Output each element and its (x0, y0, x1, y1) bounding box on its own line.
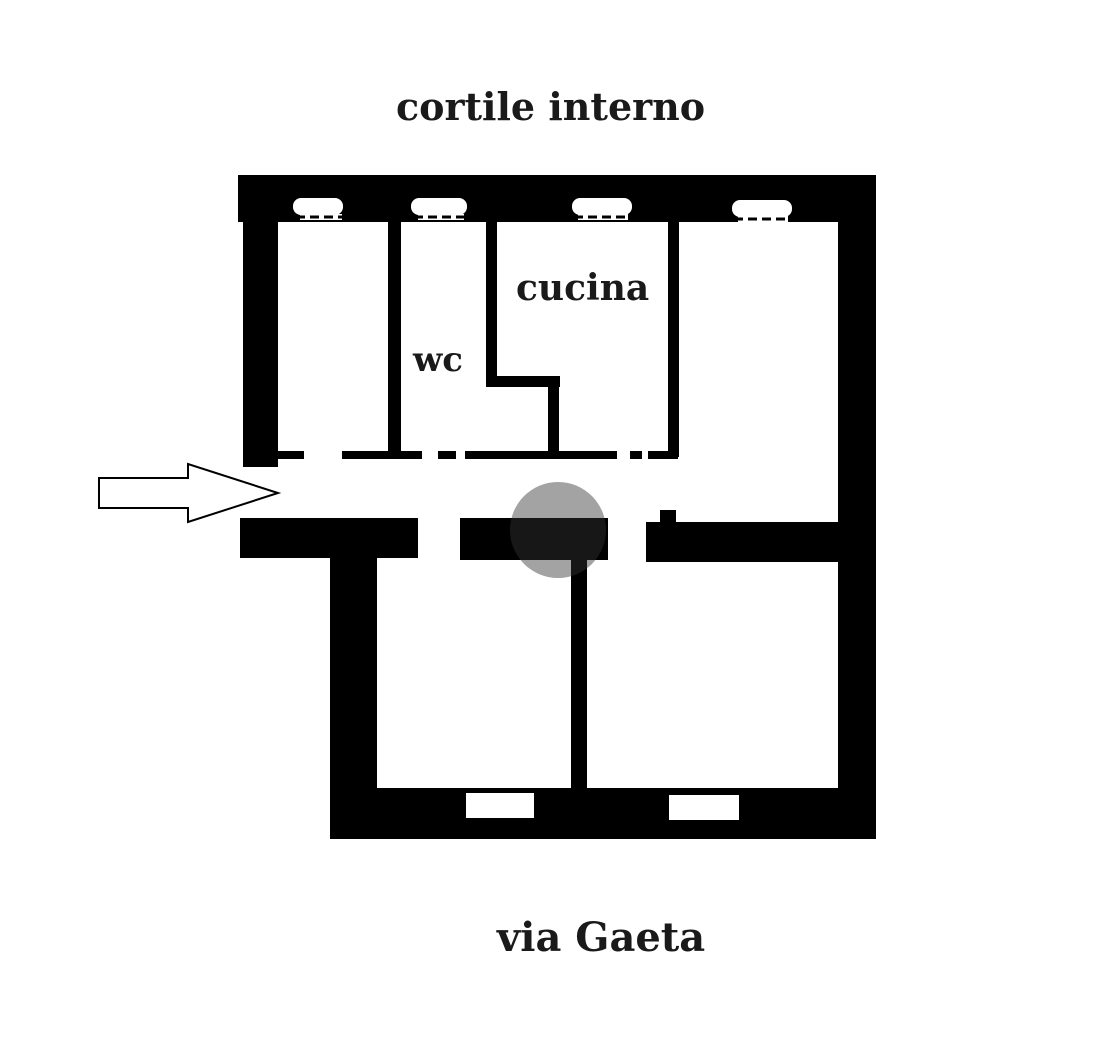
partition-a (388, 220, 401, 456)
courtyard-windows (293, 198, 794, 222)
partition-c (668, 220, 679, 457)
wc-label: wc (413, 340, 463, 380)
partition-b-lower (548, 376, 559, 456)
right-wall (838, 175, 876, 839)
hall-dash (438, 451, 456, 459)
corridor-wall-stub (660, 510, 676, 524)
watermark-mark (510, 482, 606, 578)
hall-dash (630, 451, 642, 459)
partition-bottom-rooms (571, 556, 587, 791)
street-windows (466, 789, 741, 820)
hall-dash (342, 451, 422, 459)
partition-b-step (486, 376, 560, 387)
corridor-wall-left (240, 518, 418, 558)
window-2 (411, 198, 470, 220)
kitchen-label: cucina (516, 267, 650, 309)
hall-dash (465, 451, 617, 459)
interior-partitions (388, 220, 679, 791)
window-1 (293, 198, 345, 220)
arrow-right-icon (98, 462, 282, 524)
partition-b (486, 220, 497, 385)
left-upper-wall (243, 195, 278, 467)
window-6 (669, 791, 741, 820)
corridor-wall-middle (460, 518, 608, 560)
window-4 (732, 200, 794, 222)
corridor-wall-right (646, 522, 838, 562)
courtyard-label: cortile interno (396, 84, 706, 129)
window-3 (572, 198, 634, 220)
street-label: via Gaeta (497, 914, 706, 961)
hall-dash (648, 451, 678, 459)
top-wall (238, 175, 876, 222)
corridor-walls (240, 510, 838, 562)
window-5 (466, 789, 536, 818)
hallway-door-line (276, 451, 678, 459)
hall-dash (276, 451, 304, 459)
exterior-walls (238, 175, 876, 839)
bottom-wall (330, 788, 876, 839)
